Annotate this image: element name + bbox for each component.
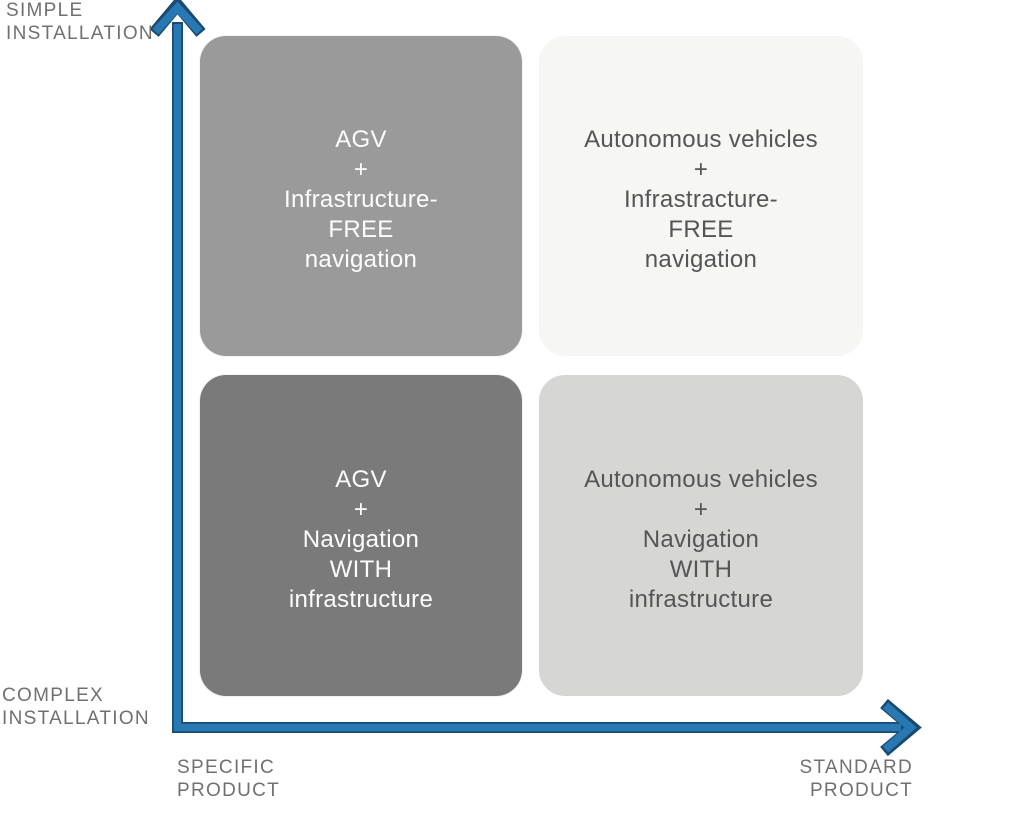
y-axis-arrowhead [152,1,203,35]
x-axis-left-label: SPECIFIC PRODUCT [177,757,281,801]
quadrant-agv-navigation-with-infrastructure-text: AGV + Navigation WITH infrastructure [288,465,434,613]
quadrant-autonomous-navigation-with-infrastructure-text: Autonomous vehicles + Navigation WITH in… [584,465,818,613]
quadrant-agv-infrastructure-free-text: AGV + Infrastructure- FREE navigation [284,126,438,273]
quadrant-autonomous-infrastructure-free-text: Autonomous vehicles + Infrastracture- FR… [584,126,818,273]
y-axis-top-label: SIMPLE INSTALLATION [6,0,154,44]
quadrant-autonomous-infrastructure-free: Autonomous vehicles + Infrastracture- FR… [538,35,864,357]
x-axis-arrowhead-outline [880,698,922,757]
y-axis-arrowhead-outline [149,0,206,37]
quadrant-agv-navigation-with-infrastructure: AGV + Navigation WITH infrastructure [199,374,523,697]
y-axis-bottom-label: COMPLEX INSTALLATION [2,685,150,729]
quadrant-agv-infrastructure-free: AGV + Infrastructure- FREE navigation [199,35,523,357]
x-axis-right-label: STANDARD PRODUCT [799,757,913,801]
x-axis-arrowhead [882,702,917,753]
quadrant-autonomous-navigation-with-infrastructure: Autonomous vehicles + Navigation WITH in… [538,374,864,697]
